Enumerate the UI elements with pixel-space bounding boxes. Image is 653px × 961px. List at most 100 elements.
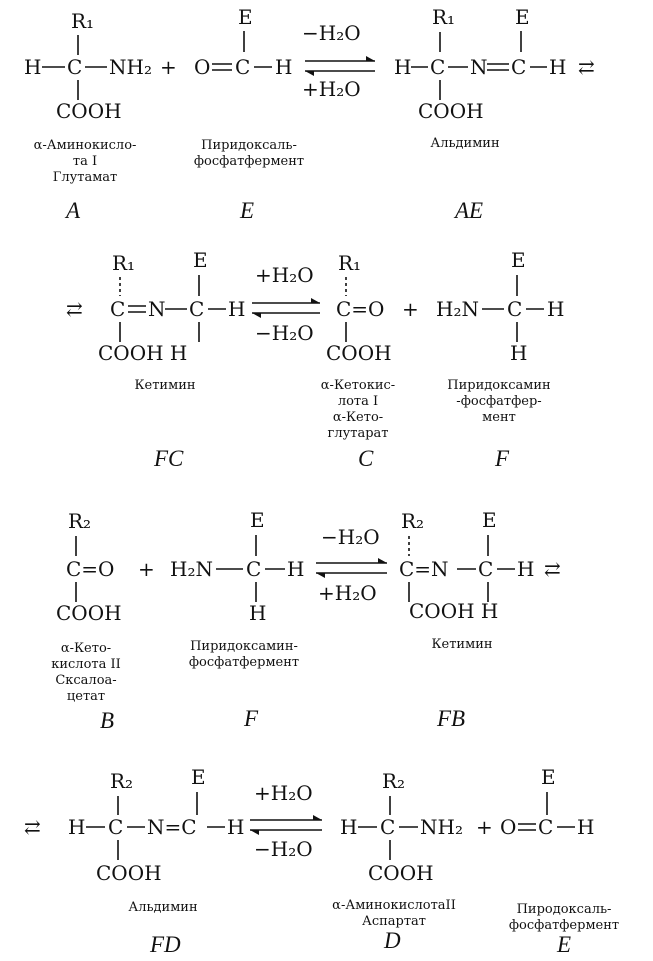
plus-water: +H₂O [255,263,314,287]
label-amino-acid-1: α-Аминокисло- [34,138,137,153]
amino-acid-2: R₂ H C NH₂ COOH [340,769,463,885]
arrowhead [305,71,314,76]
o-atom: O [194,55,210,79]
cooh-group: COOH [418,99,484,123]
h-atom: H [510,341,527,365]
equilibrium-sign: ⇄ [578,55,595,79]
amino-acid-1: R₁ H C NH₂ COOH [24,9,152,123]
h-atom: H [517,557,534,581]
e-label: E [511,248,526,272]
cooh-h-row: COOH H [409,599,498,623]
aldimine-1: R₁ E H C N C H COOH [394,5,566,123]
letter-c: C [358,446,374,471]
h-atom: H [68,815,85,839]
c-atom: C [235,55,250,79]
o-atom: O [500,815,516,839]
label-pyridoxal: фосфатфермент [194,154,304,169]
label-keto-acid-1: лота I [338,394,378,409]
label-pyridoxamine: мент [482,410,516,425]
plus-water: +H₂O [318,581,377,605]
ketimine-1: R₁ E C N C H COOH H [98,248,245,365]
h-atom: H [228,297,245,321]
imine-group: N=C [147,815,197,839]
equilibrium-arrows-3: −H₂O +H₂O [316,525,387,605]
label-pyridoxal-2: Пиродоксаль- [517,902,612,917]
arrowhead [311,298,320,303]
label-pyridoxamine-2: фосфатфермент [189,655,299,670]
r1-label: R₁ [432,5,455,29]
keto-acid-1: R₁ C=O COOH [326,251,392,365]
e-label: E [482,508,497,532]
r2-label: R₂ [401,509,424,533]
label-keto-acid-2: α-Кето- [61,641,111,656]
nh2-group: NH₂ [109,55,152,79]
c-atom: C [511,55,526,79]
letter-a: A [64,198,81,223]
minus-water: −H₂O [302,21,361,45]
minus-water: −H₂O [255,321,314,345]
plus-water: +H₂O [254,781,313,805]
e-label: E [515,5,530,29]
cooh-group: COOH [56,601,122,625]
plus-sign: + [402,297,419,321]
label-pyridoxal-2: фосфатфермент [509,918,619,933]
equilibrium-sign: ⇄ [24,815,41,839]
nh2-group: NH₂ [420,815,463,839]
c-atom: C [538,815,553,839]
r2-label: R₂ [110,769,133,793]
c-atom: C [478,557,493,581]
arrowhead [252,313,261,318]
r1-label: R₁ [338,251,361,275]
label-pyridoxamine-2: Пиридоксамин- [190,639,298,654]
keto-group: C=O [336,297,384,321]
keto-group: C=O [66,557,114,581]
equilibrium-sign: ⇄ [544,557,561,581]
aldimine-2: R₂ E H C N=C H COOH [68,765,244,885]
label-keto-acid-1: α-Кетокис- [321,378,395,393]
c-atom: C [110,297,125,321]
label-glutamate: Глутамат [53,170,118,185]
e-label: E [193,248,208,272]
c-atom: C [507,297,522,321]
letter-e: E [556,932,571,957]
pyridoxamine-phosphate-enzyme-2: E H₂N C H H [170,508,304,625]
cooh-group: COOH [96,861,162,885]
h-atom: H [24,55,41,79]
arrowhead [316,573,325,578]
label-ketimine-2: Кетимин [431,637,492,652]
h-atom: H [287,557,304,581]
plus-sign: + [138,557,155,581]
label-oxaloacetate: цетат [67,689,105,704]
r1-label: R₁ [112,251,135,275]
c-atom: C [380,815,395,839]
pyridoxamine-phosphate-enzyme-1: E H₂N C H H [436,248,564,365]
arrowhead [366,56,375,61]
minus-water: −H₂O [321,525,380,549]
letter-e: E [239,198,254,223]
label-aldimine: Альдимин [430,136,499,151]
n-atom: N [470,55,488,79]
h-atom: H [549,55,566,79]
arrowhead [250,830,259,835]
plus-sign: + [160,55,177,79]
ketimine-2: R₂ E C=N C H COOH H [399,508,534,623]
c-atom: C [246,557,261,581]
arrowhead [378,558,387,563]
r1-label: R₁ [71,9,94,33]
c-atom: C [189,297,204,321]
keto-acid-2: R₂ C=O COOH [56,509,122,625]
letter-b: B [100,708,114,733]
imine-group: C=N [399,557,449,581]
plus-sign: + [476,815,493,839]
e-label: E [250,508,265,532]
e-label: E [238,5,253,29]
e-label: E [541,765,556,789]
r2-label: R₂ [68,509,91,533]
h-atom: H [547,297,564,321]
label-amino-acid-1: та I [73,154,97,169]
label-keto-acid-2: кислота II [51,657,121,672]
c-atom: C [67,55,82,79]
h-atom: H [577,815,594,839]
cooh-group: COOH [56,99,122,123]
